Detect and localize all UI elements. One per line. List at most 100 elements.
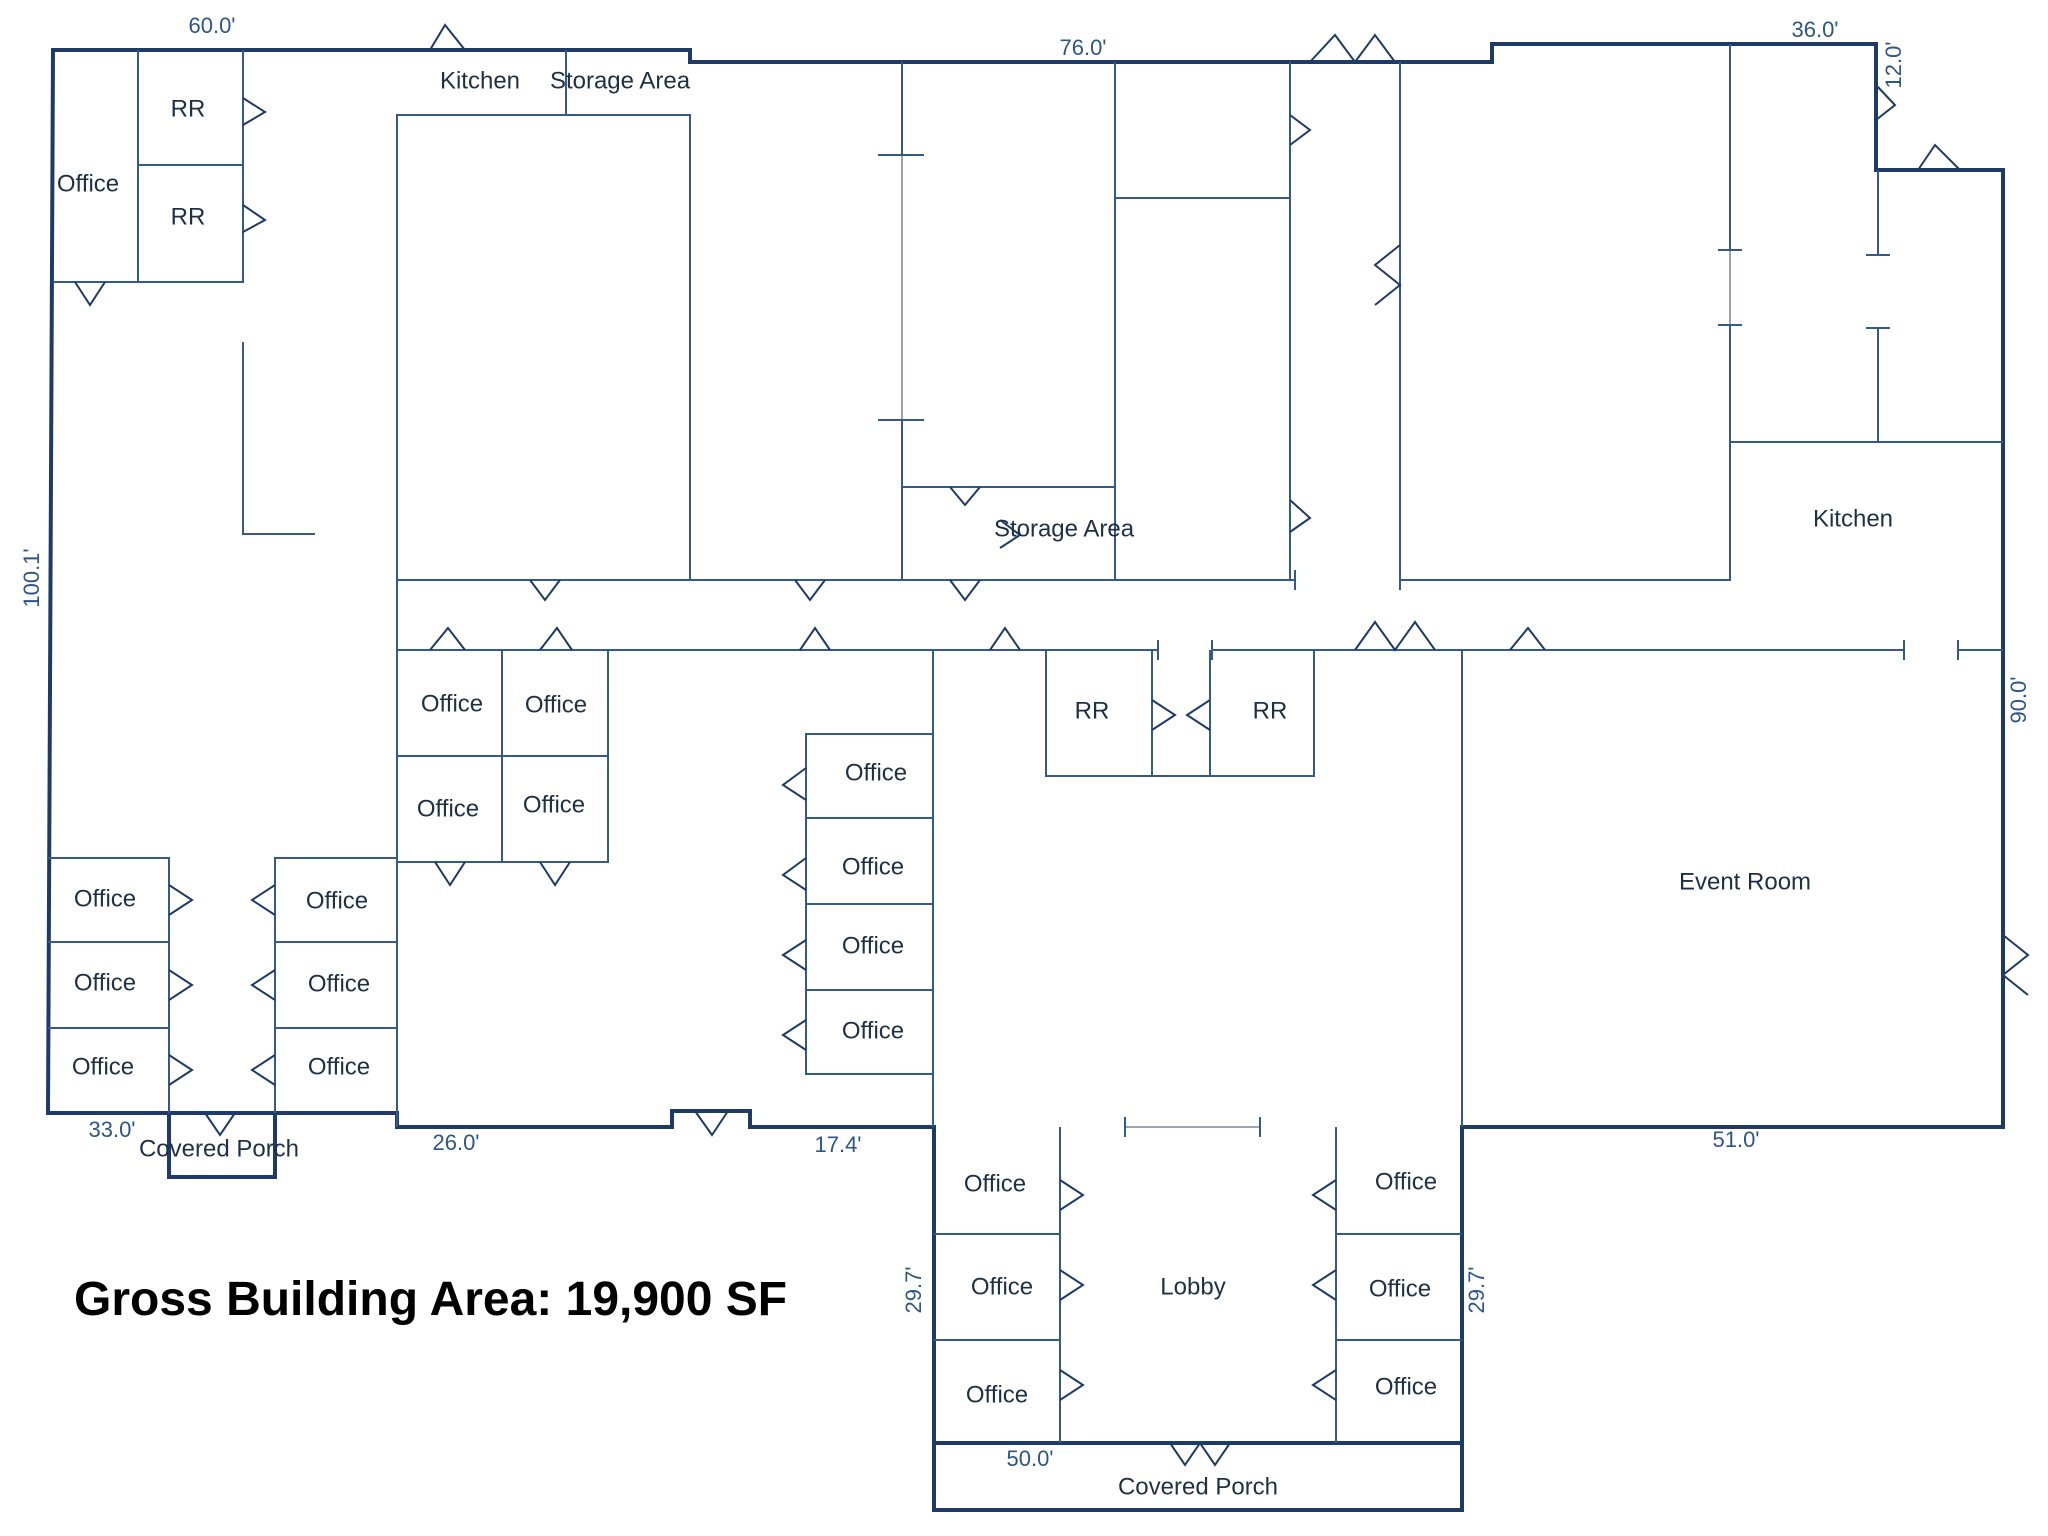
wall: [48, 941, 169, 1029]
wall: [396, 114, 691, 650]
door-swing: [429, 23, 466, 51]
room-label-office: Office: [72, 1053, 134, 1080]
dimension-label: 29.7': [901, 1266, 926, 1313]
dimension-label: 76.0': [1059, 35, 1106, 60]
interior-walls: [48, 44, 2003, 1443]
room-label-covered-porch: Covered Porch: [1118, 1473, 1278, 1500]
room-label-office: Office: [421, 690, 483, 717]
wall: [53, 50, 244, 283]
room-label-office: Office: [74, 885, 136, 912]
wall: [397, 640, 2003, 660]
door-swing: [1354, 620, 1436, 652]
door-swing: [781, 767, 807, 801]
dimension-label: 36.0': [1791, 17, 1838, 42]
room-label-office: Office: [845, 759, 907, 786]
door-swing: [1059, 1269, 1085, 1301]
door-swing: [250, 884, 276, 916]
room-label-office: Office: [1369, 1275, 1431, 1302]
dimension-labels: 60.0' 76.0' 36.0' 12.0' 100.1' 90.0' 33.…: [19, 13, 2031, 1471]
door-swing: [168, 1054, 194, 1086]
room-label-event-room: Event Room: [1679, 868, 1811, 895]
wall: [934, 1233, 1060, 1341]
room-label-restroom: RR: [1075, 697, 1110, 724]
door-swing: [1311, 1269, 1337, 1301]
wall: [275, 941, 397, 1029]
dimension-label: 12.0': [1881, 41, 1906, 88]
room-label-office: Office: [525, 691, 587, 718]
room-label-office: Office: [1375, 1168, 1437, 1195]
door-swing: [1151, 699, 1177, 731]
dimension-label: 29.7': [1464, 1266, 1489, 1313]
door-swing: [694, 1110, 729, 1137]
door-swing: [539, 626, 573, 651]
room-label-storage: Storage Area: [994, 515, 1135, 542]
door-swing: [999, 519, 1022, 549]
wall: [1045, 650, 1315, 777]
door-swing: [989, 626, 1021, 651]
wall: [878, 154, 924, 421]
door-swing: [1311, 1369, 1337, 1401]
dimension-label: 100.1': [19, 548, 44, 607]
door-swing: [250, 969, 276, 1001]
wall: [1866, 327, 1890, 442]
door-swing: [168, 969, 194, 1001]
door-swing: [1373, 244, 1402, 306]
wall: [1124, 1117, 1261, 1137]
wall: [242, 342, 315, 535]
door-swing: [781, 857, 807, 891]
room-label-office: Office: [971, 1273, 1033, 1300]
door-swing: [1917, 143, 1961, 171]
wall: [397, 650, 609, 863]
room-label-office: Office: [842, 932, 904, 959]
room-label-office: Office: [1375, 1373, 1437, 1400]
door-swing: [429, 626, 466, 651]
door-swing: [1059, 1369, 1085, 1401]
door-swing: [529, 579, 561, 602]
wall: [397, 570, 1296, 590]
room-label-office: Office: [842, 1017, 904, 1044]
door-swing: [242, 204, 267, 233]
door-swing: [74, 281, 106, 307]
room-label-office: Office: [74, 969, 136, 996]
room-label-lobby: Lobby: [1160, 1273, 1225, 1300]
room-label-office: Office: [57, 170, 119, 197]
door-swing: [799, 626, 831, 651]
room-labels: Office RR RR Kitchen Storage Area Storag…: [57, 67, 1893, 1500]
door-swing: [1185, 699, 1211, 731]
door-swing: [242, 97, 267, 126]
room-label-restroom: RR: [1253, 697, 1288, 724]
door-swing: [794, 579, 826, 602]
exterior-wall: [45, 42, 2005, 1512]
door-swing: [949, 579, 981, 602]
room-label-restroom: RR: [171, 203, 206, 230]
door-swing: [2001, 934, 2030, 996]
door-swing: [539, 861, 571, 887]
door-swing: [781, 939, 807, 971]
room-label-covered-porch: Covered Porch: [139, 1135, 299, 1162]
room-label-kitchen: Kitchen: [1813, 505, 1893, 532]
room-label-office: Office: [308, 1053, 370, 1080]
door-swing: [781, 1019, 807, 1051]
wall: [1336, 1233, 1462, 1341]
room-label-office: Office: [966, 1381, 1028, 1408]
dimension-label: 33.0': [88, 1117, 135, 1142]
room-label-storage: Storage Area: [550, 67, 691, 94]
door-swing: [1059, 1179, 1085, 1211]
gross-building-area-title: Gross Building Area: 19,900 SF: [74, 1273, 788, 1326]
door-swing: [1289, 114, 1312, 146]
door-swing: [1169, 1441, 1231, 1467]
doors: [74, 23, 2030, 1467]
room-label-kitchen: Kitchen: [440, 67, 520, 94]
door-swing: [1509, 626, 1546, 651]
dimension-label: 90.0': [2006, 676, 2031, 723]
door-swing: [250, 1054, 276, 1086]
door-swing: [1289, 499, 1312, 533]
door-swing: [1309, 33, 1396, 64]
room-label-restroom: RR: [171, 95, 206, 122]
wall: [1399, 44, 1731, 581]
room-label-office: Office: [523, 791, 585, 818]
door-swing: [204, 1112, 236, 1137]
door-swing: [1875, 84, 1897, 121]
room-label-office: Office: [308, 970, 370, 997]
door-swing: [1311, 1179, 1337, 1211]
